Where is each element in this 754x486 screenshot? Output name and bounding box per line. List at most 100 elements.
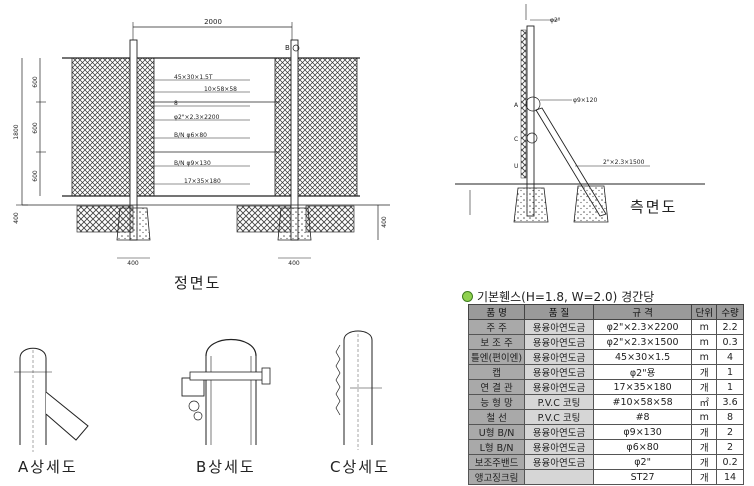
table-cell [524, 469, 594, 485]
table-cell: 연 결 관 [467, 379, 526, 395]
table-cell: 주 주 [467, 319, 526, 335]
table-cell: 용융아연도금 [524, 334, 594, 350]
side-brace-label: 2"×2.3×1500 [603, 159, 645, 166]
table-cell: 45×30×1.5 [592, 349, 693, 365]
table-cell: 2 [716, 424, 744, 440]
header-size: 규 격 [592, 304, 693, 320]
table-cell: U형 B/N [467, 424, 526, 440]
table-cell: φ2"×2.3×2200 [592, 319, 693, 335]
detail-c [335, 330, 382, 450]
table-cell: m [691, 319, 718, 335]
table-cell: P.V.C 코팅 [524, 409, 594, 425]
dim-total: 1800 [13, 124, 20, 139]
front-width-dim: 2000 [204, 18, 222, 26]
mesh-panel-right [274, 57, 358, 197]
caption-detail-c: C상세도 [330, 458, 390, 476]
caption-side: 측면도 [630, 198, 678, 216]
side-view: φ2" A C U φ9×120 2"×2.3×1500 [455, 4, 705, 223]
callout-wire: 8 [174, 100, 178, 107]
table-cell: 개 [691, 364, 718, 380]
callout-frame: 45×30×1.5T [174, 74, 213, 81]
table-cell: 능 형 망 [467, 394, 526, 410]
table-cell: 3.6 [716, 394, 744, 410]
callout-connector: 17×35×180 [184, 178, 221, 185]
dim-h-mid: 600 [32, 122, 39, 134]
table-cell: 용융아연도금 [524, 319, 594, 335]
dim-h-top: 600 [32, 76, 39, 88]
table-cell: m [691, 334, 718, 350]
bullet-icon [462, 291, 473, 302]
marker-a: A [514, 102, 519, 109]
detail-b [181, 338, 271, 445]
callout-post: φ2"×2.3×2200 [174, 114, 220, 121]
table-cell: 8 [716, 409, 744, 425]
table-cell: 캡 [467, 364, 526, 380]
table-cell: 보조주밴드 [467, 454, 526, 470]
table-cell: 용융아연도금 [524, 454, 594, 470]
front-view: 2000 B 600 600 600 1800 400 [13, 18, 390, 267]
table-cell: 용융아연도금 [524, 364, 594, 380]
marker-b: B [285, 44, 290, 52]
callout-bolt-u: B/N φ9×130 [174, 160, 211, 167]
table-cell: 0.3 [716, 334, 744, 350]
spec-title-text: 기본휀스(H=1.8, W=2.0) 경간당 [477, 290, 655, 304]
table-cell: 개 [691, 439, 718, 455]
side-footing-main [513, 187, 549, 223]
table-cell: ST27 [592, 469, 693, 485]
table-cell: 2 [716, 439, 744, 455]
table-cell: 보 조 주 [467, 334, 526, 350]
footing-right [277, 207, 312, 241]
table-cell: #10×58×58 [592, 394, 693, 410]
spec-title: 기본휀스(H=1.8, W=2.0) 경간당 [462, 288, 654, 305]
table-cell: φ2" [592, 454, 693, 470]
detail-a [14, 347, 89, 452]
table-cell: 1 [716, 364, 744, 380]
callout-bolt-l: B/N φ6×80 [174, 132, 207, 139]
table-cell: 용융아연도금 [524, 349, 594, 365]
marker-u: U [514, 163, 518, 170]
marker-c: C [514, 136, 518, 143]
table-cell: 1 [716, 379, 744, 395]
table-cell: 개 [691, 454, 718, 470]
callout-mesh: 10×58×58 [204, 86, 237, 93]
table-cell: 틀엔(편이엔) [467, 349, 526, 365]
table-cell: P.V.C 코팅 [524, 394, 594, 410]
table-cell: m [691, 409, 718, 425]
dim-base-right: 400 [381, 216, 388, 228]
spec-header-row: 품 명 품 질 규 격 단위 수량 [467, 304, 744, 320]
caption-detail-a: A상세도 [18, 458, 78, 476]
table-cell: 2.2 [716, 319, 744, 335]
table-cell: 개 [691, 469, 718, 485]
caption-front: 정면도 [174, 274, 222, 292]
table-cell: 개 [691, 424, 718, 440]
side-bolt-label: φ9×120 [573, 97, 597, 104]
side-main-post [526, 25, 535, 217]
side-pipe-label: φ2" [550, 17, 561, 24]
header-unit: 단위 [691, 304, 718, 320]
table-cell: φ2"×2.3×1500 [592, 334, 693, 350]
table-cell: m [691, 349, 718, 365]
table-cell: 17×35×180 [592, 379, 693, 395]
table-cell: 용융아연도금 [524, 439, 594, 455]
dim-foot-left: 400 [127, 260, 139, 267]
table-cell: 앵고징크림 [467, 469, 526, 485]
dim-base: 400 [13, 212, 20, 224]
table-cell: φ6×80 [592, 439, 693, 455]
header-qty: 수량 [716, 304, 744, 320]
dim-h-bot: 600 [32, 170, 39, 182]
header-name: 품 명 [467, 304, 526, 320]
table-cell: 개 [691, 379, 718, 395]
table-cell: 용융아연도금 [524, 424, 594, 440]
table-cell: φ2"용 [592, 364, 693, 380]
